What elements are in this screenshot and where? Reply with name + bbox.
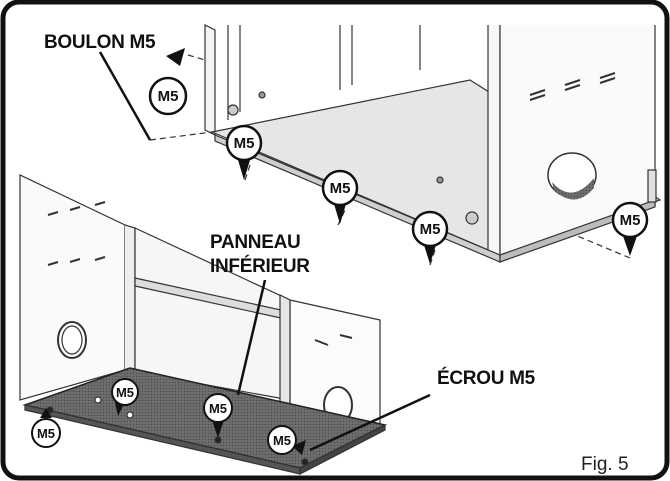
- svg-text:M5: M5: [158, 88, 179, 105]
- nut-label: ÉCROU M5: [437, 367, 536, 389]
- m5-bubble: M5: [611, 201, 649, 256]
- svg-text:M5: M5: [620, 212, 641, 229]
- svg-text:M5: M5: [116, 385, 134, 400]
- m5-bubble: M5: [148, 48, 188, 116]
- panel-label-line2: INFÉRIEUR: [210, 255, 310, 277]
- top-cabinet-drawing: [149, 24, 662, 266]
- bolt-leader-line: [98, 51, 152, 141]
- figure-label: Fig. 5: [581, 454, 629, 475]
- svg-text:M5: M5: [273, 433, 291, 448]
- svg-text:M5: M5: [37, 426, 55, 441]
- m5-bubble: M5: [31, 408, 61, 448]
- m5-bubble: M5: [203, 393, 233, 438]
- svg-text:M5: M5: [420, 221, 441, 238]
- m5-bubble: M5: [321, 169, 359, 224]
- m5-bubble: M5: [225, 124, 263, 180]
- svg-text:M5: M5: [234, 135, 255, 152]
- m5-bubble: M5: [111, 378, 139, 416]
- m5-bubble: M5: [267, 425, 306, 455]
- panel-leader-line: [236, 279, 267, 396]
- panel-label-line1: PANNEAU: [210, 232, 300, 253]
- nut-leader-line: [309, 393, 431, 452]
- leader-lines: [98, 51, 431, 452]
- svg-text:M5: M5: [330, 180, 351, 197]
- bolt-label: BOULON M5: [44, 32, 156, 53]
- svg-text:M5: M5: [209, 401, 227, 416]
- m5-bubble: M5: [411, 210, 449, 264]
